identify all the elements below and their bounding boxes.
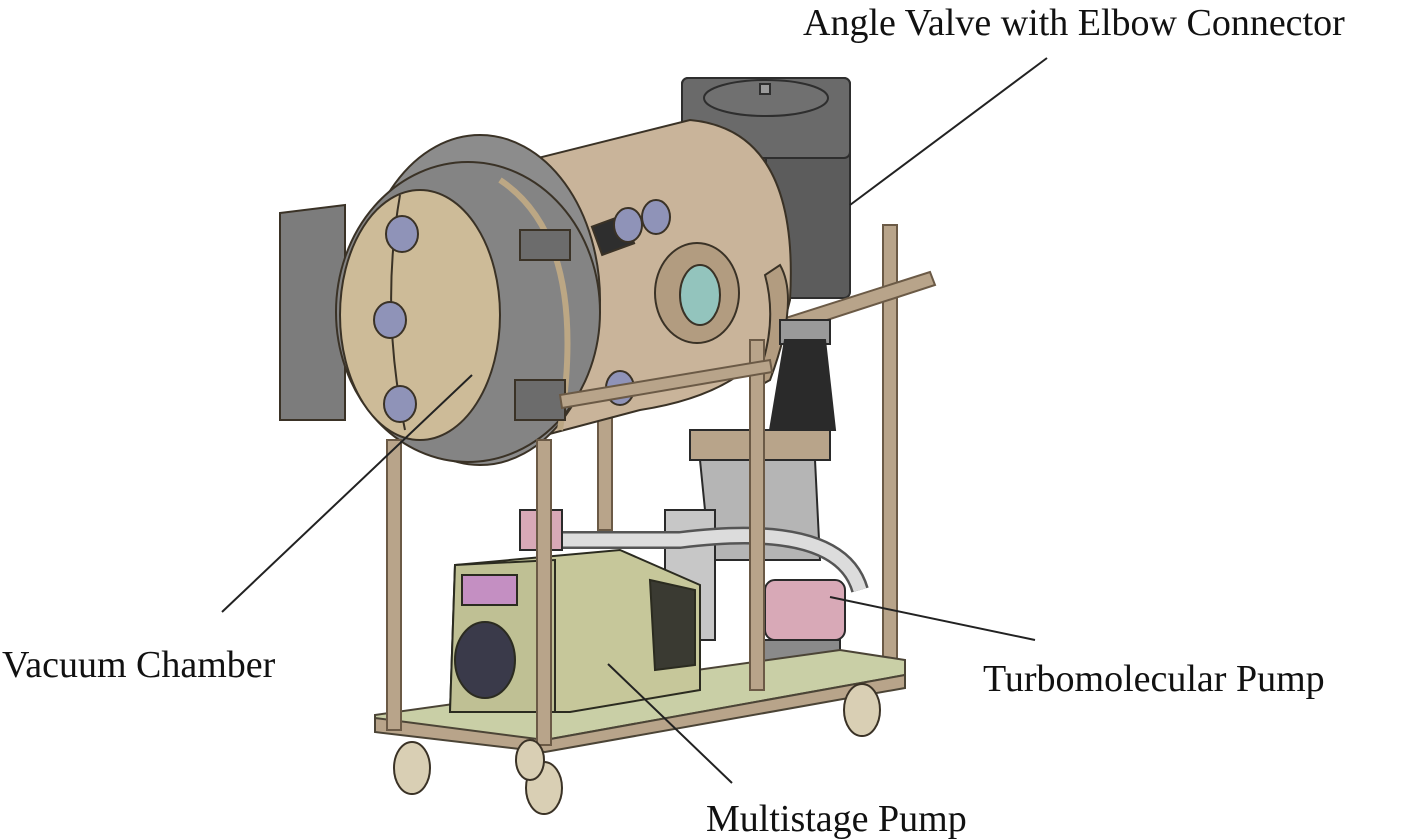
chamber-door bbox=[279, 134, 601, 466]
label-angle-valve: Angle Valve with Elbow Connector bbox=[803, 2, 1345, 44]
leader-angle-valve bbox=[849, 57, 1048, 206]
label-turbomolecular-pump: Turbomolecular Pump bbox=[983, 658, 1325, 700]
wheel-front-left bbox=[393, 741, 431, 795]
cart-wheels bbox=[393, 683, 881, 815]
cart-frame-rear bbox=[597, 224, 898, 666]
leader-vacuum-chamber bbox=[221, 374, 473, 613]
cart-front-rail bbox=[558, 358, 774, 410]
cart-frame-front bbox=[386, 339, 765, 746]
wheel-rear-center bbox=[515, 739, 545, 781]
leader-turbomolecular-pump bbox=[829, 596, 1036, 641]
leader-multistage-pump bbox=[607, 663, 733, 784]
label-multistage-pump: Multistage Pump bbox=[706, 798, 967, 840]
wheel-rear-right bbox=[843, 683, 881, 737]
callout-leader-lines bbox=[221, 57, 1048, 784]
multistage-pump bbox=[448, 548, 701, 713]
label-vacuum-chamber: Vacuum Chamber bbox=[2, 644, 276, 686]
